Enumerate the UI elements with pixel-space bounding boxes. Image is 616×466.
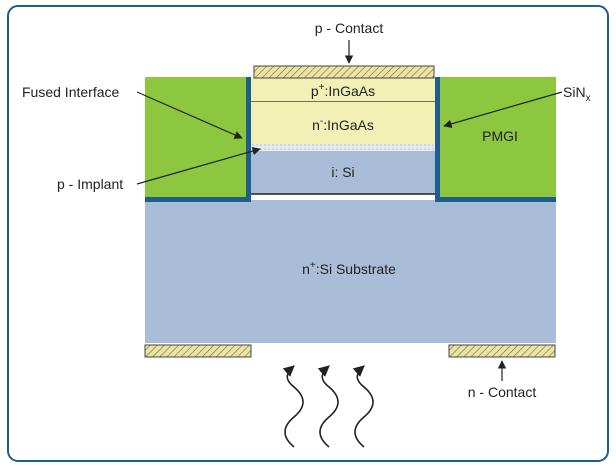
wavy-arrow-icon	[282, 365, 304, 448]
pmgi-left	[145, 77, 249, 200]
p-ingaas-layer	[251, 78, 435, 102]
fused-interface-label: Fused Interface	[22, 84, 119, 100]
i-si-layer	[251, 151, 435, 194]
p-contact-label: p - Contact	[315, 20, 384, 36]
sinx-right-wall	[435, 77, 440, 202]
substrate-label: n+:Si Substrate	[302, 260, 396, 277]
incident-light	[282, 365, 374, 448]
sinx-arrow	[443, 91, 563, 128]
n-contact-label: n - Contact	[468, 384, 537, 400]
pmgi-label: PMGI	[482, 128, 518, 144]
pmgi-right	[437, 77, 556, 200]
wavy-arrow-icon	[352, 365, 374, 448]
p-implant-arrow	[136, 147, 261, 185]
n-contact-pad-left	[144, 344, 252, 358]
sinx-left-wall	[246, 77, 251, 202]
wavy-arrow-icon	[317, 365, 339, 448]
p-ingaas-label: p+:InGaAs	[311, 82, 375, 99]
p-implant-layer	[251, 144, 435, 151]
n-ingaas-layer	[251, 102, 435, 144]
p-implant-label: p - Implant	[57, 176, 123, 192]
n-ingaas-label: n-:InGaAs	[312, 116, 374, 133]
i-si-label: i: Si	[331, 164, 354, 180]
n-contact-pad-right	[448, 344, 556, 358]
p-contact-pad	[253, 65, 435, 79]
sinx-label: SiNx	[563, 84, 591, 104]
fused-interface-arrow	[136, 91, 243, 139]
substrate-layer	[145, 200, 556, 343]
sinx-right-top	[435, 197, 556, 202]
sinx-left-top	[145, 197, 249, 202]
